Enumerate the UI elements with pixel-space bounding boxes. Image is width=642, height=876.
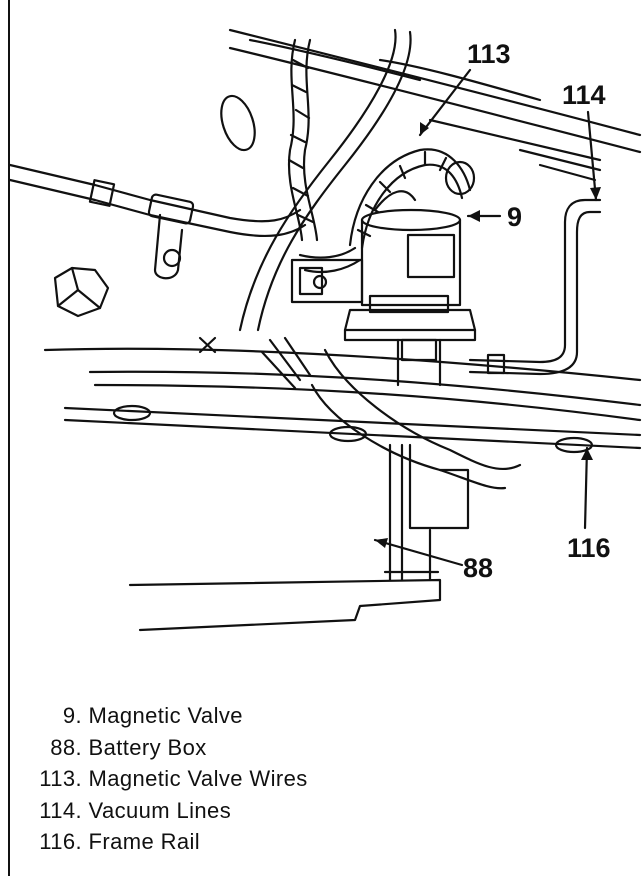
valve-wires [298, 148, 476, 274]
diagonal-line [238, 28, 412, 332]
frame-rail [43, 336, 642, 454]
legend-text: Battery Box [88, 734, 207, 760]
legend-text: Magnetic Valve [88, 703, 243, 728]
callout-114: 114 [562, 80, 606, 110]
legend-item-battery-box: 88. Battery Box [18, 732, 308, 764]
vacuum-lines [468, 198, 602, 376]
legend-item-vacuum-lines: 114. Vacuum Lines [18, 795, 308, 827]
parts-legend: 9. Magnetic Valve 88. Battery Box 113. M… [18, 700, 308, 858]
magnetic-valve [343, 208, 477, 387]
valve-bracket [290, 258, 364, 304]
callout-9: 9 [507, 202, 522, 232]
hex-bolt [53, 266, 110, 318]
battery-box-bracket [128, 443, 470, 632]
left-tube [8, 163, 307, 280]
leader-arrowheads [375, 122, 601, 548]
legend-number: 116. [39, 829, 82, 854]
harness-left [287, 38, 319, 242]
legend-text: Magnetic Valve Wires [88, 766, 308, 791]
callout-116: 116 [567, 533, 611, 563]
legend-number: 114. [39, 797, 82, 823]
figure-frame [8, 0, 642, 876]
component-illustration: 113 114 9 116 88 [8, 28, 642, 632]
legend-item-magnetic-valve: 9. Magnetic Valve [18, 700, 308, 732]
legend-number: 113. [39, 766, 82, 791]
legend-item-frame-rail: 116. Frame Rail [18, 826, 308, 858]
legend-text: Frame Rail [88, 829, 201, 854]
legend-item-magnetic-valve-wires: 113. Magnetic Valve Wires [18, 763, 308, 795]
legend-text: Vacuum Lines [88, 797, 232, 823]
legend-number: 88. [50, 734, 82, 760]
callout-113: 113 [467, 39, 511, 69]
legend-number: 9. [62, 703, 82, 728]
upper-panel [220, 28, 642, 182]
hose-bundle [260, 336, 522, 490]
leader-lines [373, 68, 598, 567]
callout-88: 88 [463, 553, 493, 583]
